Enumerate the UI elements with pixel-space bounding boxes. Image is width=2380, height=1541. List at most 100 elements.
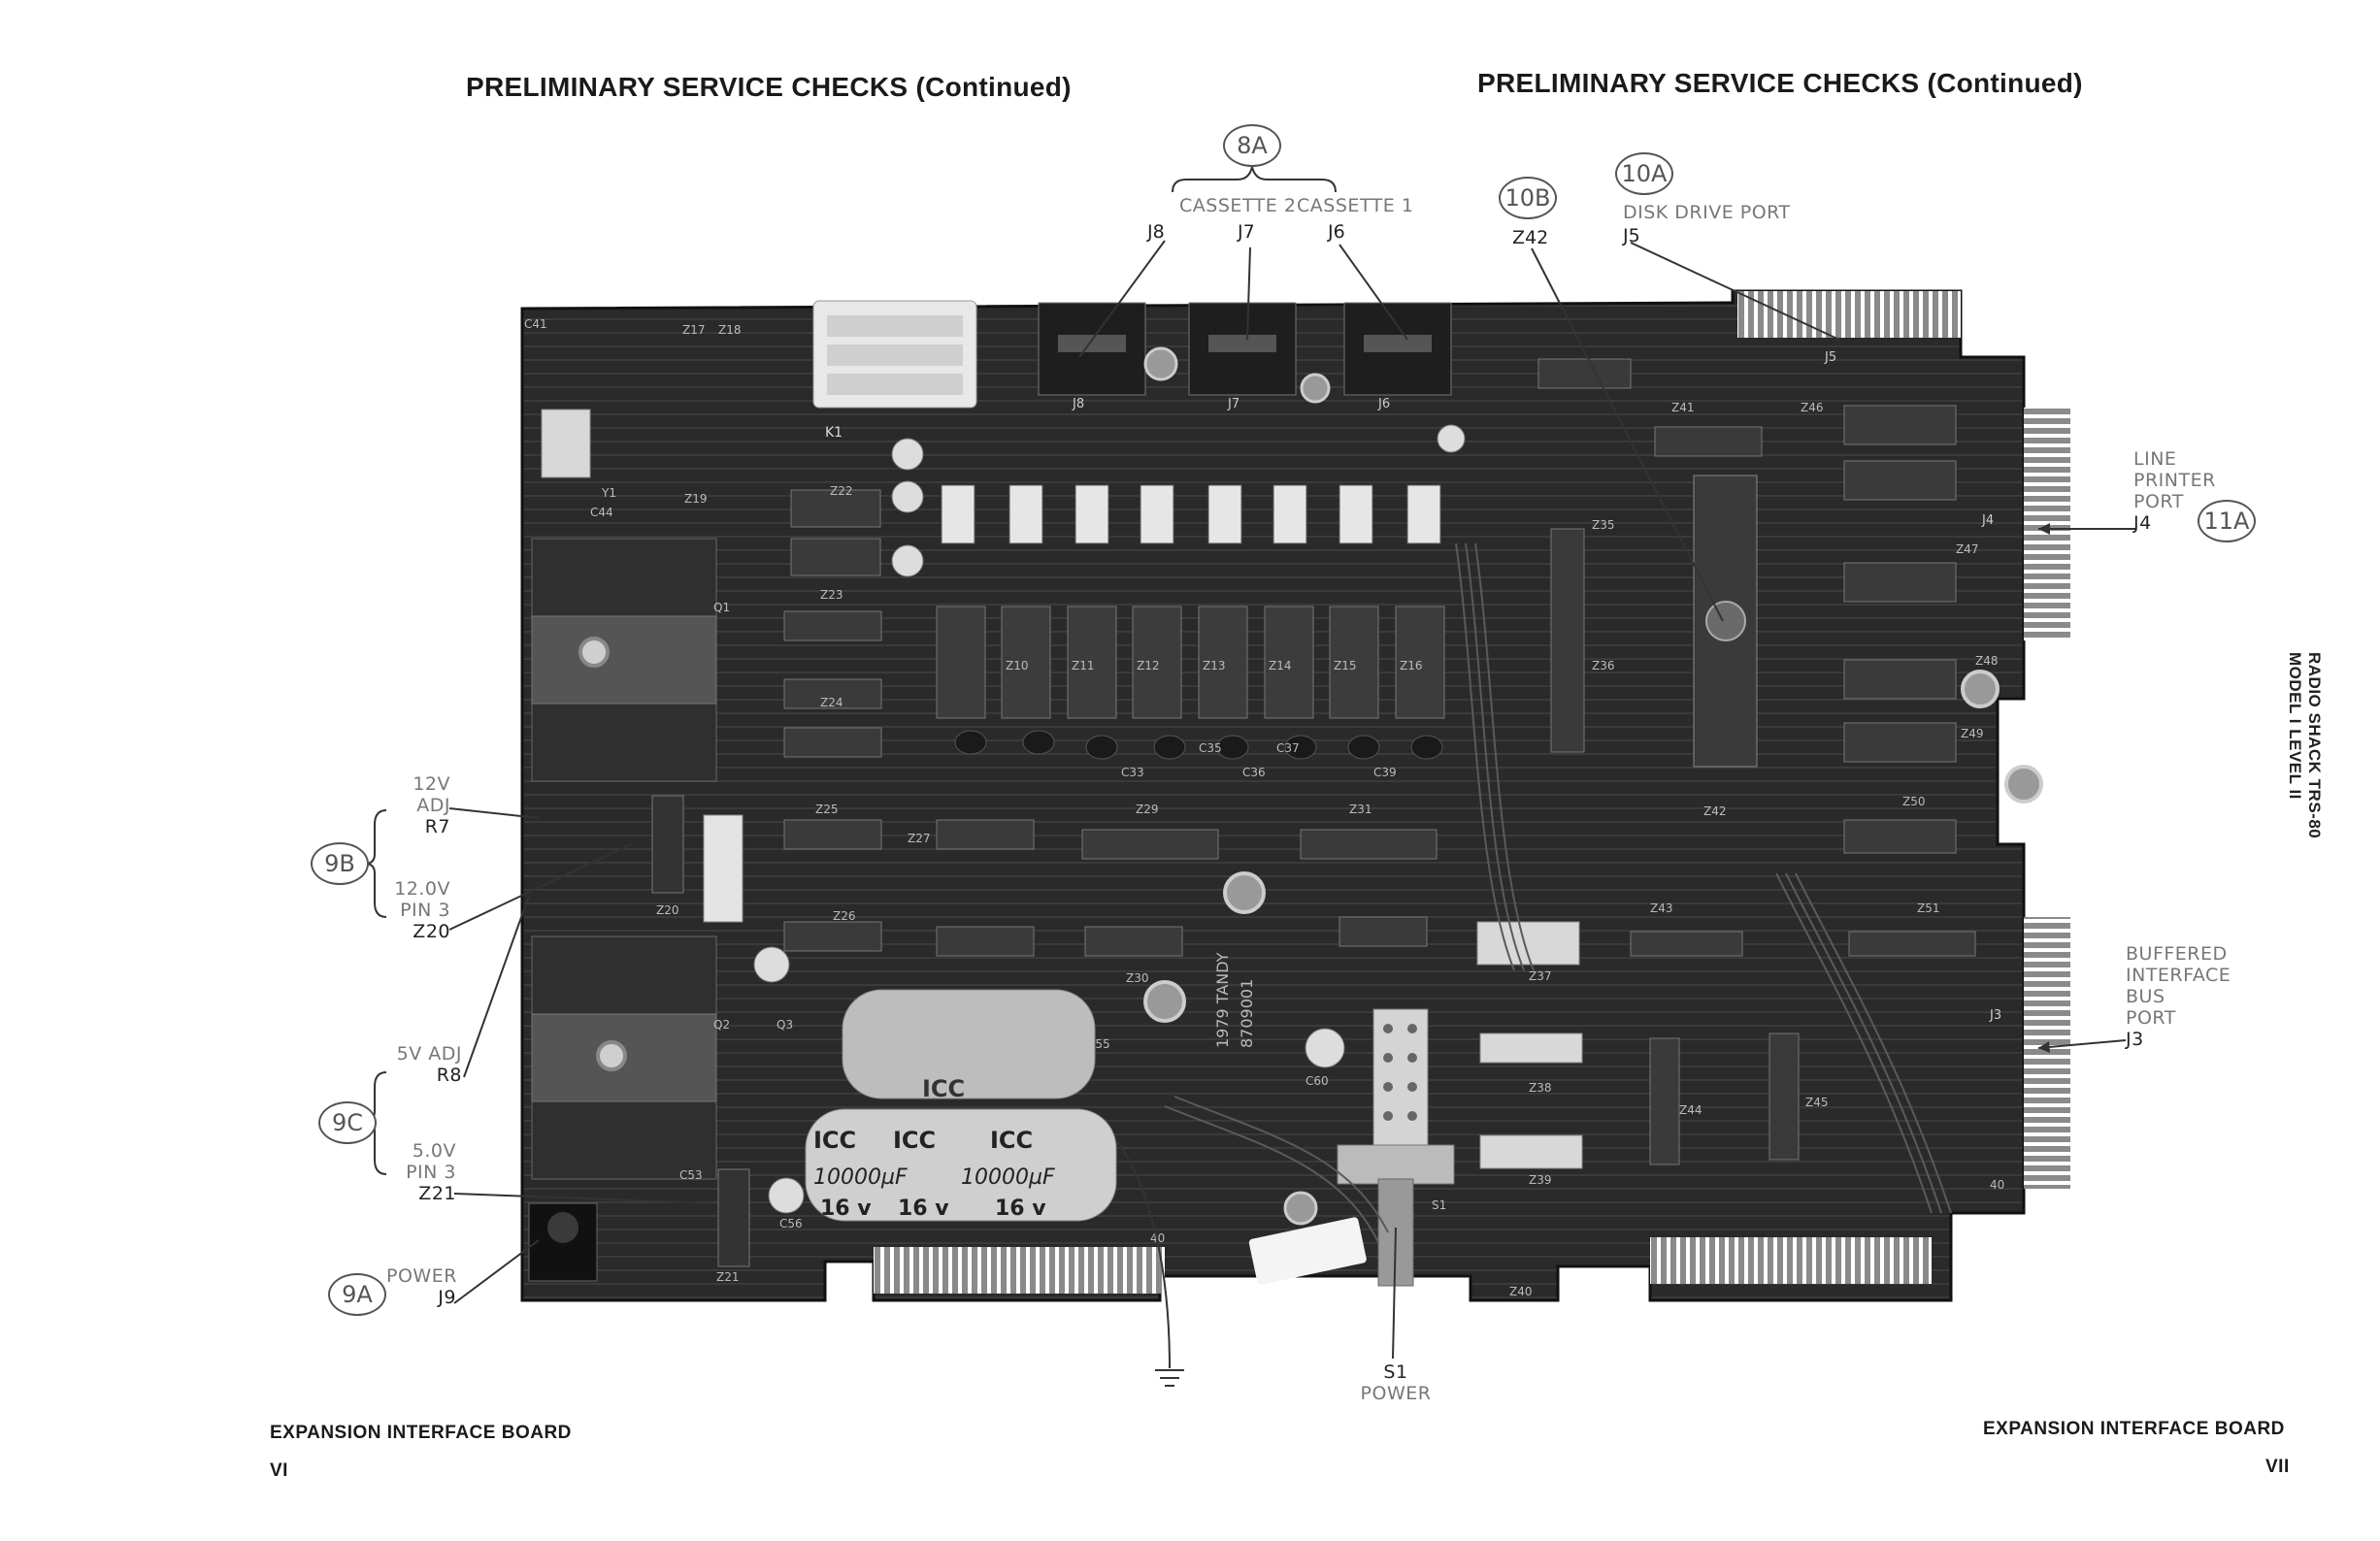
- callout-9b: 9B: [311, 842, 369, 885]
- c33-mark: C33: [1121, 766, 1144, 779]
- j7-board-mark: J7: [1227, 397, 1240, 411]
- side-title: RADIO SHACK TRS-80 MODEL I LEVEL II: [2285, 652, 2324, 866]
- buffered-interface-bus-port-label: BUFFERED INTERFACE BUS PORT J3: [2126, 943, 2231, 1050]
- z23-mark: Z23: [820, 588, 843, 602]
- power-bottom-text: POWER: [1360, 1383, 1432, 1404]
- 12v-adj-label: 12V ADJ R7: [375, 773, 450, 837]
- z19-mark: Z19: [684, 492, 708, 506]
- s1-power-label: S1 POWER: [1357, 1361, 1435, 1404]
- z21-mark: Z21: [716, 1270, 740, 1284]
- 5v-adj-label: 5V ADJ R8: [375, 1043, 462, 1086]
- j5-label: J5: [1623, 225, 1640, 246]
- power-jack-label: POWER J9: [386, 1265, 456, 1308]
- disk-drive-port-label: DISK DRIVE PORT: [1623, 202, 1791, 223]
- page-header-left: PRELIMINARY SERVICE CHECKS (Continued): [466, 72, 1072, 102]
- z36-mark: Z36: [1592, 659, 1615, 672]
- j5-board-mark: J5: [1824, 350, 1836, 365]
- z10-mark: Z10: [1006, 659, 1029, 672]
- z45-mark: Z45: [1805, 1096, 1829, 1109]
- z40-mark: Z40: [1509, 1285, 1533, 1298]
- c60-mark: C60: [1306, 1074, 1329, 1088]
- c41-mark: C41: [524, 317, 547, 331]
- z21-label: Z21: [418, 1183, 456, 1204]
- q1-mark: Q1: [713, 601, 730, 614]
- cap2-value-a: 10000µF: [813, 1165, 908, 1190]
- 5v-pin3-label: 5.0V PIN 3 Z21: [375, 1140, 456, 1204]
- j8-label: J8: [1147, 221, 1165, 243]
- z49-mark: Z49: [1961, 727, 1984, 740]
- footer-right-title: EXPANSION INTERFACE BOARD: [1983, 1419, 2285, 1439]
- line-printer-line-1: LINE: [2133, 448, 2177, 470]
- c39-mark: C39: [1373, 766, 1397, 779]
- callout-10b: 10B: [1499, 177, 1557, 219]
- z22-mark: Z22: [830, 484, 853, 498]
- j7-label: J7: [1238, 221, 1255, 243]
- z38-mark: Z38: [1529, 1081, 1552, 1095]
- z48-mark: Z48: [1975, 654, 1999, 668]
- footer-left-title: EXPANSION INTERFACE BOARD: [270, 1423, 572, 1443]
- z20-mark: Z20: [656, 903, 679, 917]
- z13-mark: Z13: [1203, 659, 1226, 672]
- q2-mark: Q2: [713, 1018, 730, 1032]
- c53-mark: C53: [679, 1168, 703, 1182]
- line-printer-port-label: LINE PRINTER PORT J4: [2133, 448, 2216, 534]
- j6-label: J6: [1328, 221, 1345, 243]
- footer-left-page: VI: [270, 1460, 288, 1481]
- z47-mark: Z47: [1956, 542, 1979, 556]
- 5v-adj-text: 5V ADJ: [396, 1043, 462, 1065]
- tandy-line-1: 1979 TANDY: [1213, 952, 1232, 1048]
- z50-mark: Z50: [1902, 795, 1926, 808]
- cap2-voltage-c: 16 v: [995, 1197, 1046, 1221]
- callout-9a: 9A: [328, 1273, 386, 1316]
- z12-mark: Z12: [1137, 659, 1160, 672]
- s1-board-mark: S1: [1432, 1198, 1446, 1212]
- z11-mark: Z11: [1072, 659, 1095, 672]
- cap2-voltage-a: 16 v: [820, 1197, 872, 1221]
- cap2-voltage-b: 16 v: [898, 1197, 949, 1221]
- c44-mark: C44: [590, 506, 613, 519]
- z24-mark: Z24: [820, 696, 843, 709]
- callout-11a: 11A: [2198, 500, 2256, 542]
- cap2-brand-a: ICC: [813, 1127, 856, 1154]
- side-title-line-1: RADIO SHACK TRS-80: [2305, 652, 2324, 839]
- j8-board-mark: J8: [1072, 397, 1084, 411]
- z26-mark: Z26: [833, 909, 856, 923]
- cap2-value-b: 10000µF: [961, 1165, 1055, 1190]
- z35-mark: Z35: [1592, 518, 1615, 532]
- z14-mark: Z14: [1269, 659, 1292, 672]
- 12v-value: 12.0V: [394, 878, 450, 900]
- callout-8a: 8A: [1223, 124, 1281, 167]
- tandy-line-2: 8709001: [1238, 979, 1256, 1048]
- buffered-line-2: INTERFACE: [2126, 965, 2231, 986]
- z27-mark: Z27: [908, 832, 931, 845]
- footer-right-page: VII: [2265, 1457, 2290, 1477]
- c55-mark: C55: [1087, 1037, 1110, 1051]
- side-title-line-2: MODEL I LEVEL II: [2286, 652, 2304, 800]
- pin-40-right: 40: [1990, 1178, 2004, 1192]
- power-left-text: POWER: [386, 1265, 457, 1287]
- z30-mark: Z30: [1126, 971, 1149, 985]
- z41-mark: Z41: [1671, 401, 1695, 414]
- callout-9c: 9C: [318, 1101, 377, 1144]
- line-printer-line-2: PRINTER: [2133, 470, 2216, 491]
- c56-mark: C56: [779, 1217, 803, 1230]
- z44-mark: Z44: [1679, 1103, 1702, 1117]
- 12v-pin3-label: 12.0V PIN 3 Z20: [375, 878, 450, 942]
- z31-mark: Z31: [1349, 803, 1372, 816]
- z17-mark: Z17: [682, 323, 706, 337]
- j5-edge-connector: [1737, 291, 1961, 338]
- z51-mark: Z51: [1917, 902, 1940, 915]
- j3-label: J3: [2126, 1029, 2144, 1050]
- 5v-pin3: PIN 3: [406, 1162, 456, 1183]
- c36-mark: C36: [1242, 766, 1266, 779]
- j6-board-mark: J6: [1377, 397, 1390, 411]
- cap2-brand-c: ICC: [990, 1127, 1033, 1154]
- cassette-2-label: CASSETTE 2: [1179, 195, 1297, 216]
- cassette-1-label: CASSETTE 1: [1297, 195, 1414, 216]
- expansion-edge-connector: [874, 1247, 1165, 1294]
- r8-label: R8: [436, 1065, 462, 1086]
- c37-mark: C37: [1276, 741, 1300, 755]
- buffered-line-1: BUFFERED: [2126, 943, 2228, 965]
- j3-lower-edge-connector: [1650, 1237, 1932, 1284]
- page-header-right: PRELIMINARY SERVICE CHECKS (Continued): [1477, 68, 2083, 98]
